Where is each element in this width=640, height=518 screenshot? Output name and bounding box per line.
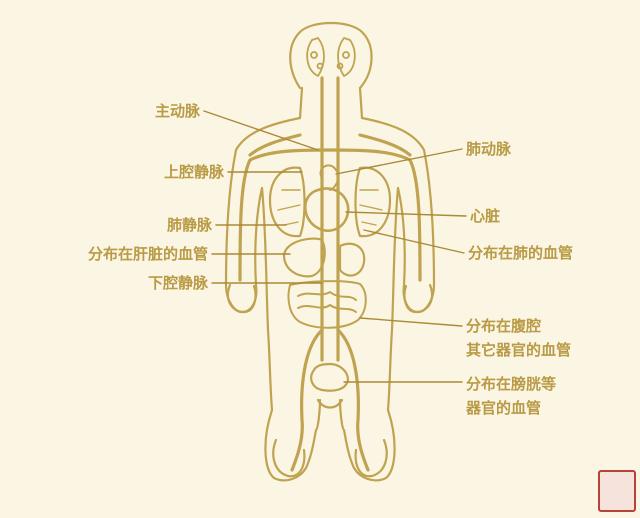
stomach bbox=[338, 242, 366, 277]
label-heart: 心脏 bbox=[470, 207, 501, 225]
label-abdominal-line1: 分布在腹腔 bbox=[466, 317, 542, 335]
left-foot bbox=[272, 438, 306, 478]
heart bbox=[303, 187, 350, 232]
label-pulmonary-artery: 肺动脉 bbox=[466, 140, 512, 158]
seal-stamp bbox=[598, 470, 636, 512]
right-lung bbox=[354, 166, 392, 238]
brain-vessels bbox=[306, 37, 356, 77]
left-lung bbox=[268, 166, 306, 238]
label-aorta: 主动脉 bbox=[154, 102, 200, 120]
label-abdominal-line2: 其它器官的血管 bbox=[466, 341, 572, 359]
heart-detail bbox=[319, 164, 340, 191]
label-bladder-line1: 分布在膀胱等 bbox=[466, 375, 557, 393]
bladder bbox=[310, 362, 350, 392]
label-liver-vessels: 分布在肝脏的血管 bbox=[87, 245, 208, 263]
label-inferior-vena-cava: 下腔静脉 bbox=[147, 274, 208, 292]
right-foot bbox=[354, 438, 388, 478]
label-lung-vessels: 分布在肺的血管 bbox=[468, 244, 574, 262]
right-hand bbox=[403, 283, 434, 314]
neck-outline bbox=[298, 86, 364, 120]
lung-vessels bbox=[277, 189, 383, 226]
torso-left-outline bbox=[224, 116, 322, 482]
head-outline bbox=[289, 22, 373, 90]
vessels bbox=[238, 76, 422, 472]
label-pulmonary-vein: 肺静脉 bbox=[166, 216, 212, 234]
label-bladder-line2: 器官的血管 bbox=[466, 399, 542, 417]
leader-lines bbox=[203, 110, 467, 383]
label-superior-vena-cava: 上腔静脉 bbox=[163, 163, 224, 181]
intestines bbox=[287, 280, 367, 329]
torso-right-outline bbox=[338, 116, 436, 482]
liver bbox=[282, 237, 326, 278]
left-hand bbox=[226, 283, 257, 314]
crotch-outline bbox=[316, 398, 344, 409]
